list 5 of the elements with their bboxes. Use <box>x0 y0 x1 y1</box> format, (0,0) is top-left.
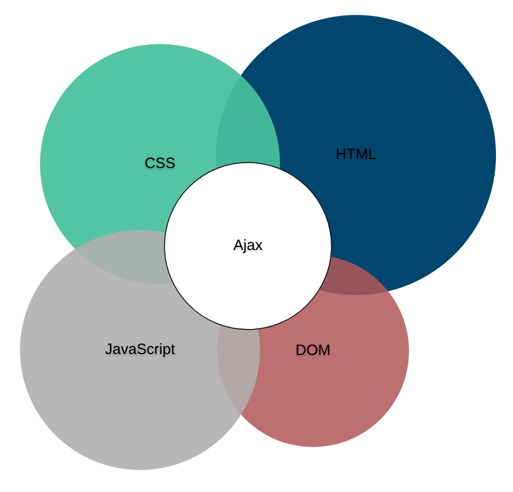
circle-label: CSS <box>144 155 176 173</box>
circle-label: Ajax <box>233 237 263 255</box>
circle-label: DOM <box>296 342 330 360</box>
circle-label: HTML <box>336 146 376 164</box>
circle-label: JavaScript <box>104 341 176 359</box>
